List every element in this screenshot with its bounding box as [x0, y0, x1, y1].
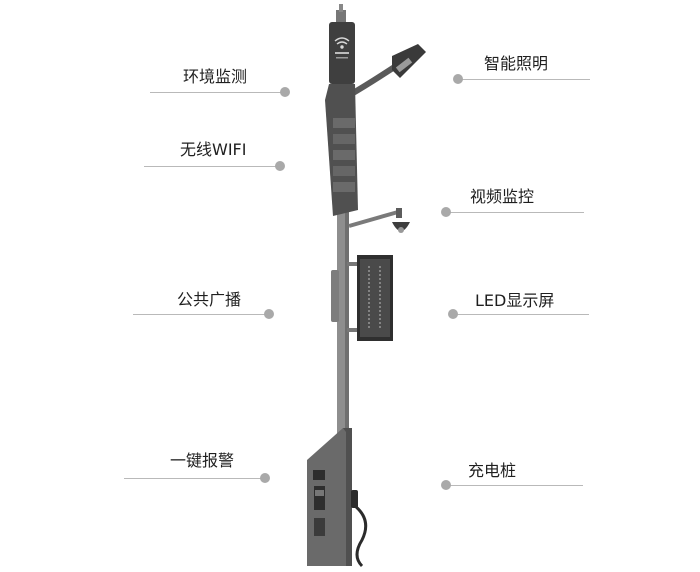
callout-dot-lighting: [453, 74, 463, 84]
charging-cable: [354, 504, 368, 568]
callout-dot-led-screen: [448, 309, 458, 319]
callout-line-led-screen: [453, 314, 589, 315]
callout-dot-broadcast: [264, 309, 274, 319]
pole-top-sensor: [336, 10, 346, 24]
dome-camera: [392, 222, 410, 231]
callout-line-alarm: [124, 478, 265, 479]
led-screen-panel: [360, 259, 390, 337]
label-charging: 充电桩: [468, 461, 517, 480]
callout-dot-video: [441, 207, 451, 217]
callout-dot-wifi: [275, 161, 285, 171]
callout-dot-alarm: [260, 473, 270, 483]
label-led-screen: LED显示屏: [475, 291, 555, 310]
callout-line-video: [446, 212, 584, 213]
speaker-box: [331, 270, 339, 322]
callout-line-wifi: [144, 166, 280, 167]
callout-line-lighting: [458, 79, 590, 80]
charging-cabinet: [307, 428, 352, 566]
callout-line-env-monitoring: [150, 92, 285, 93]
label-alarm: 一键报警: [170, 451, 235, 470]
callout-dot-charging: [441, 480, 451, 490]
camera-arm: [348, 210, 399, 228]
label-broadcast: 公共广播: [177, 290, 242, 309]
label-lighting: 智能照明: [484, 54, 549, 73]
alarm-panel: [313, 470, 325, 480]
pole-top-neck: [339, 4, 343, 12]
callout-line-broadcast: [133, 314, 269, 315]
callout-dot-env-monitoring: [280, 87, 290, 97]
wifi-logo-icon: [334, 37, 350, 49]
pole-shaft-shade: [345, 60, 349, 460]
lamp-led: [395, 57, 413, 73]
label-wifi: 无线WIFI: [180, 140, 247, 159]
label-video: 视频监控: [470, 187, 535, 206]
charging-gun: [351, 490, 358, 508]
label-env-monitoring: 环境监测: [183, 67, 248, 86]
callout-line-charging: [446, 485, 583, 486]
